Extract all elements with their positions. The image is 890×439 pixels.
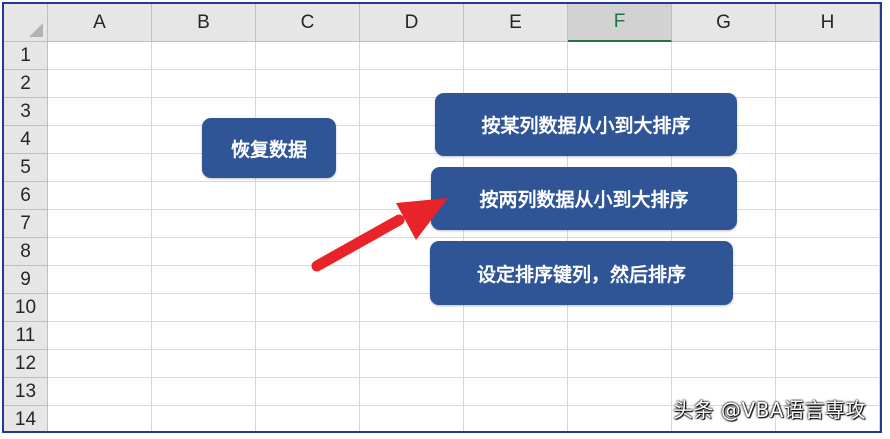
row-header[interactable]: 13 — [4, 378, 48, 406]
row-header[interactable]: 2 — [4, 70, 48, 98]
restore-data-button[interactable]: 恢复数据 — [202, 118, 336, 178]
row-header[interactable]: 10 — [4, 294, 48, 322]
column-header-d[interactable]: D — [360, 4, 464, 42]
row-header[interactable]: 11 — [4, 322, 48, 350]
select-all-triangle-icon — [29, 23, 43, 37]
column-headers: A B C D E F G H — [48, 4, 880, 42]
column-header-c[interactable]: C — [256, 4, 360, 42]
column-header-e[interactable]: E — [464, 4, 568, 42]
set-sort-key-button[interactable]: 设定排序键列，然后排序 — [430, 241, 733, 305]
row-header[interactable]: 7 — [4, 210, 48, 238]
row-header[interactable]: 9 — [4, 266, 48, 294]
column-header-a[interactable]: A — [48, 4, 152, 42]
red-arrow-icon — [311, 198, 448, 272]
watermark: 头条 @VBA语言専攻 — [673, 398, 866, 422]
sort-by-column-button[interactable]: 按某列数据从小到大排序 — [435, 93, 737, 156]
column-header-f[interactable]: F — [568, 4, 672, 42]
row-header[interactable]: 12 — [4, 350, 48, 378]
column-header-h[interactable]: H — [776, 4, 880, 42]
row-header[interactable]: 5 — [4, 154, 48, 182]
row-header[interactable]: 4 — [4, 126, 48, 154]
row-headers: 1 2 3 4 5 6 7 8 9 10 11 12 13 14 — [4, 42, 48, 431]
row-header[interactable]: 14 — [4, 406, 48, 431]
sort-by-two-columns-button[interactable]: 按两列数据从小到大排序 — [431, 167, 737, 230]
spreadsheet-window: A B C D E F G H 1 2 3 4 5 6 7 8 9 10 11 … — [2, 2, 882, 433]
row-header[interactable]: 8 — [4, 238, 48, 266]
select-all-corner[interactable] — [4, 4, 48, 42]
column-header-b[interactable]: B — [152, 4, 256, 42]
row-header[interactable]: 3 — [4, 98, 48, 126]
row-header[interactable]: 1 — [4, 42, 48, 70]
column-header-g[interactable]: G — [672, 4, 776, 42]
row-header[interactable]: 6 — [4, 182, 48, 210]
